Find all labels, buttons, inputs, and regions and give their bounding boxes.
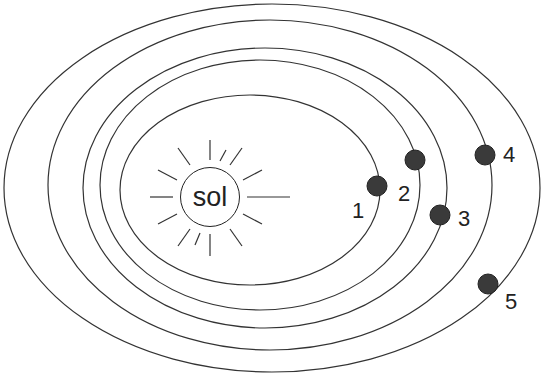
sun-label: sol bbox=[193, 184, 228, 211]
orbit bbox=[120, 95, 380, 285]
orbits bbox=[4, 4, 540, 372]
planet bbox=[475, 145, 495, 165]
orbit bbox=[48, 20, 492, 350]
callout-number: 2 bbox=[398, 183, 410, 205]
callout-number: 4 bbox=[503, 144, 515, 166]
sun-circle: sol bbox=[180, 167, 240, 227]
callout-number: 1 bbox=[352, 200, 364, 222]
planets bbox=[367, 145, 498, 294]
orbit bbox=[4, 4, 540, 372]
orbit bbox=[100, 60, 420, 310]
planet bbox=[405, 150, 425, 170]
planet bbox=[478, 274, 498, 294]
callout-number: 5 bbox=[505, 291, 517, 313]
planet bbox=[430, 205, 450, 225]
orbit bbox=[83, 48, 447, 328]
callout-number: 3 bbox=[458, 208, 470, 230]
planet bbox=[367, 176, 387, 196]
sun-rays bbox=[150, 140, 290, 256]
